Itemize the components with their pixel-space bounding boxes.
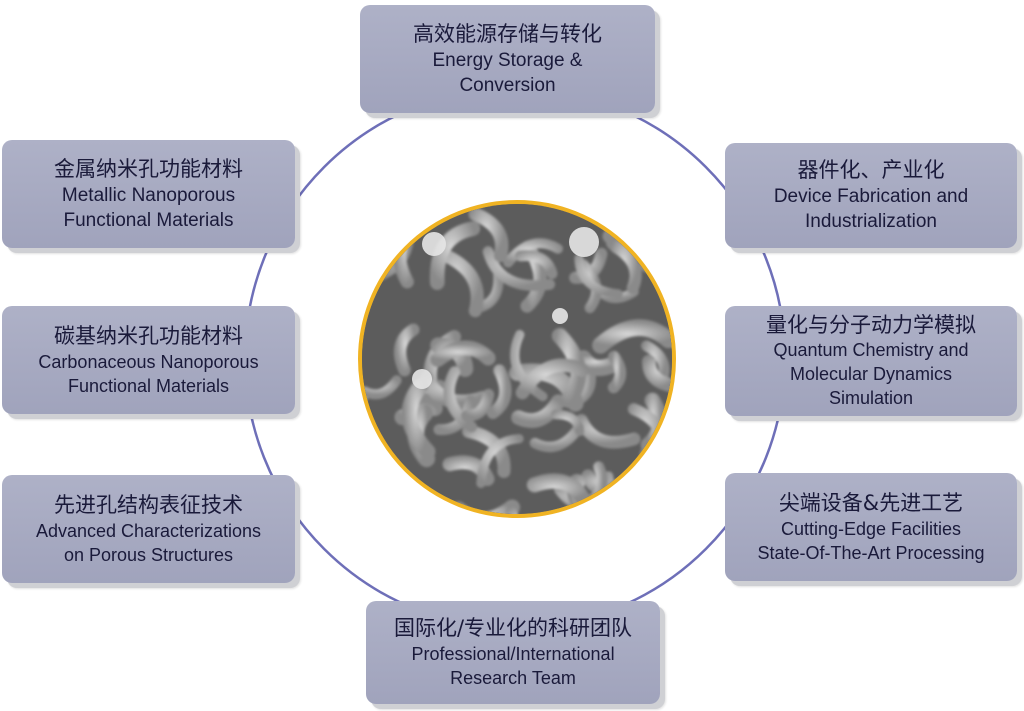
ligament xyxy=(434,246,484,318)
ligament xyxy=(486,364,512,420)
ligament xyxy=(430,340,496,368)
box-characterization-zh: 先进孔结构表征技术 xyxy=(54,492,243,517)
box-quantum-zh: 量化与分子动力学模拟 xyxy=(766,312,976,337)
ligament xyxy=(642,354,672,393)
box-team-zh: 国际化/专业化的科研团队 xyxy=(393,616,633,640)
box-device-zh: 器件化、产业化 xyxy=(797,158,945,182)
ligament xyxy=(526,473,592,508)
box-team-en2: Research Team xyxy=(450,668,576,688)
ligament xyxy=(550,409,585,437)
box-facilities-en1: Cutting-Edge Facilities xyxy=(780,518,962,539)
box-quantum-chemistry: 量化与分子动力学模拟 Quantum Chemistry and Molecul… xyxy=(725,306,1017,416)
ligament xyxy=(476,434,524,488)
box-metallic-en2: Functional Materials xyxy=(63,209,234,231)
ligament xyxy=(607,350,627,394)
ligament xyxy=(575,414,641,449)
box-carbonaceous-nanoporous: 碳基纳米孔功能材料 Carbonaceous Nanoporous Functi… xyxy=(2,306,295,414)
ligament xyxy=(503,238,564,268)
ligament xyxy=(461,388,495,422)
box-carbon-en1: Carbonaceous Nanoporous xyxy=(38,351,259,372)
box-metallic-nanoporous: 金属纳米孔功能材料 Metallic Nanoporous Functional… xyxy=(2,140,295,248)
box-facilities-zh: 尖端设备&先进工艺 xyxy=(778,490,964,515)
ligament xyxy=(515,358,590,400)
box-carbon-zh: 碳基纳米孔功能材料 xyxy=(54,323,243,348)
ligament xyxy=(511,394,566,428)
box-cutting-edge-facilities: 尖端设备&先进工艺 Cutting-Edge Facilities State-… xyxy=(725,473,1017,581)
box-research-team: 国际化/专业化的科研团队 Professional/International … xyxy=(366,601,660,704)
box-metallic-zh: 金属纳米孔功能材料 xyxy=(54,156,243,181)
nanoporous-sem-image xyxy=(358,200,676,518)
ligament xyxy=(393,323,420,377)
box-energy-en2: Conversion xyxy=(459,74,556,96)
box-quantum-en3: Simulation xyxy=(828,387,914,408)
ligament xyxy=(510,329,548,402)
ligament xyxy=(515,250,558,280)
ligament xyxy=(482,246,556,291)
box-device-en2: Industrialization xyxy=(804,211,938,232)
box-quantum-en1: Quantum Chemistry and xyxy=(773,339,969,360)
box-advanced-characterization: 先进孔结构表征技术 Advanced Characterizations on … xyxy=(2,475,295,583)
ligament xyxy=(575,350,621,377)
box-characterization-en1: Advanced Characterizations xyxy=(35,520,262,541)
sem-texture xyxy=(362,204,672,514)
ligament xyxy=(592,319,672,354)
ligament xyxy=(574,253,623,299)
box-device-fabrication: 器件化、产业化 Device Fabrication and Industria… xyxy=(725,143,1017,248)
box-team-en1: Professional/International xyxy=(411,644,615,664)
box-carbon-en2: Functional Materials xyxy=(67,375,230,396)
box-metallic-en1: Metallic Nanoporous xyxy=(61,184,236,206)
box-facilities-en2: State-Of-The-Art Processing xyxy=(757,542,985,563)
ligament xyxy=(443,366,478,433)
ligament xyxy=(362,375,402,400)
box-device-en1: Device Fabrication and xyxy=(773,186,969,207)
box-energy-storage: 高效能源存储与转化 Energy Storage & Conversion xyxy=(360,5,655,113)
ligament xyxy=(401,378,436,460)
box-energy-zh: 高效能源存储与转化 xyxy=(413,21,602,46)
ligament xyxy=(609,240,642,294)
box-energy-en1: Energy Storage & xyxy=(432,49,583,71)
box-quantum-en2: Molecular Dynamics xyxy=(789,363,953,384)
box-characterization-en2: on Porous Structures xyxy=(63,544,234,565)
ligament xyxy=(468,207,509,263)
